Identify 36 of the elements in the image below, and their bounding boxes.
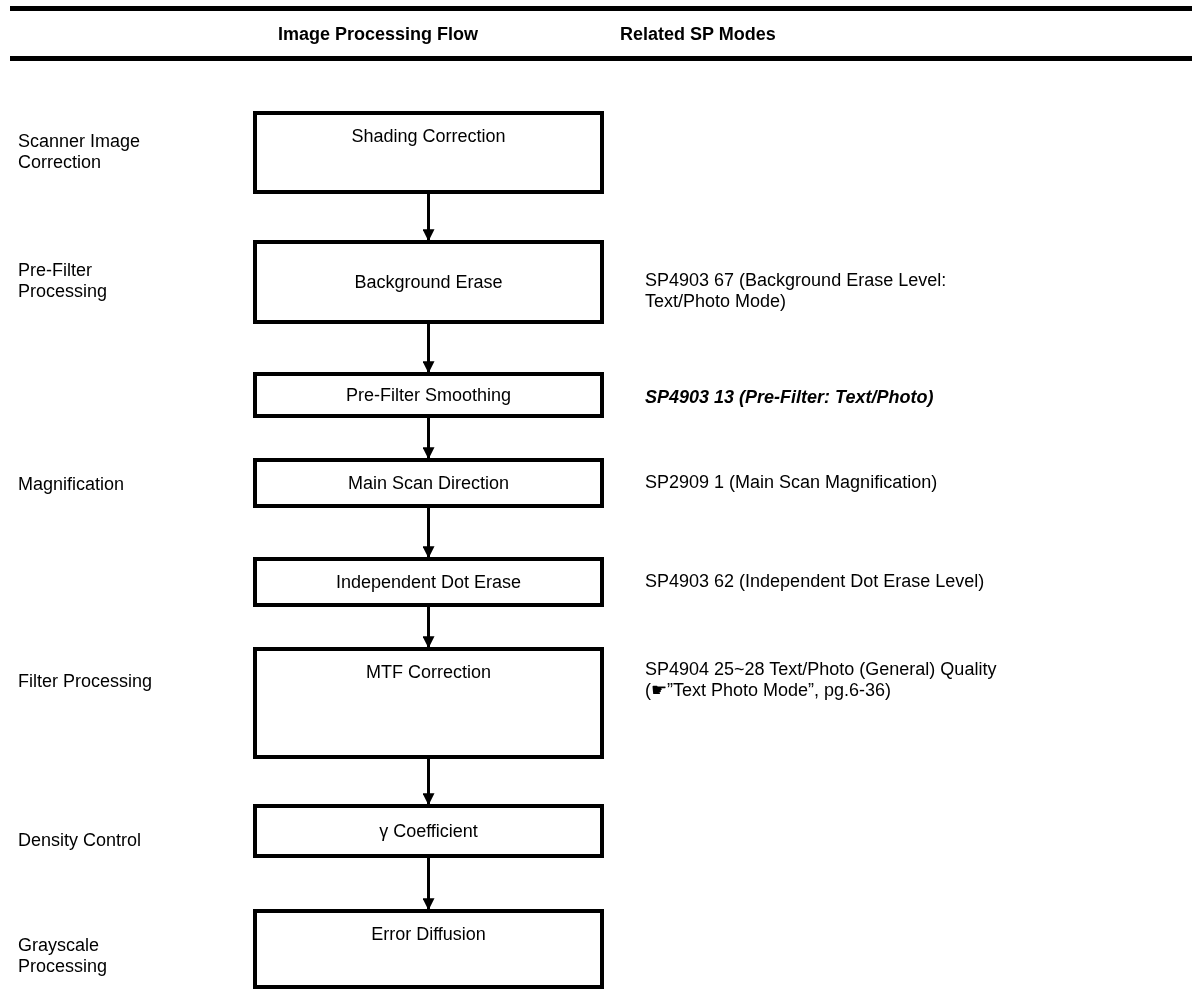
stage-label: Density Control	[18, 830, 143, 851]
arrow	[422, 418, 435, 460]
process-box	[253, 458, 604, 508]
arrow	[422, 607, 435, 649]
arrow	[422, 324, 435, 374]
sp-mode-note: SP4904 25~28 Text/Photo (General) Quality (☛”Text Photo Mode”, pg.6-36)	[645, 659, 998, 701]
column-heading: Related SP Modes	[620, 24, 777, 45]
arrow	[422, 508, 435, 559]
step-label: Error Diffusion	[371, 923, 486, 945]
process-box	[253, 804, 604, 858]
sp-mode-note: SP4903 67 (Background Erase Level: Text/Photo Mode)	[645, 270, 948, 312]
step-label: Background Erase	[354, 271, 503, 293]
stage-label: Scanner Image Correction	[18, 131, 142, 173]
process-box	[253, 111, 604, 194]
arrow	[422, 858, 435, 911]
column-heading: Image Processing Flow	[278, 24, 480, 45]
stage-label: Pre-Filter Processing	[18, 260, 109, 302]
process-box	[253, 909, 604, 989]
stage-label: Grayscale Processing	[18, 935, 109, 977]
sp-mode-note: SP2909 1 (Main Scan Magnification)	[645, 472, 939, 493]
stage-label: Filter Processing	[18, 671, 154, 692]
step-label: γ Coefficient	[379, 820, 478, 842]
process-box	[253, 240, 604, 324]
sp-mode-note: SP4903 62 (Independent Dot Erase Level)	[645, 571, 986, 592]
stage-label: Magnification	[18, 474, 126, 495]
sp-mode-note: SP4903 13 (Pre-Filter: Text/Photo)	[645, 387, 935, 408]
process-box	[253, 372, 604, 418]
step-label: Main Scan Direction	[347, 472, 510, 494]
process-box	[253, 647, 604, 759]
step-label: Shading Correction	[351, 125, 506, 147]
step-label: MTF Correction	[366, 661, 491, 683]
step-label: Independent Dot Erase	[335, 571, 522, 593]
arrow	[422, 759, 435, 806]
process-box	[253, 557, 604, 607]
step-label: Pre-Filter Smoothing	[345, 384, 512, 406]
arrow	[422, 194, 435, 242]
